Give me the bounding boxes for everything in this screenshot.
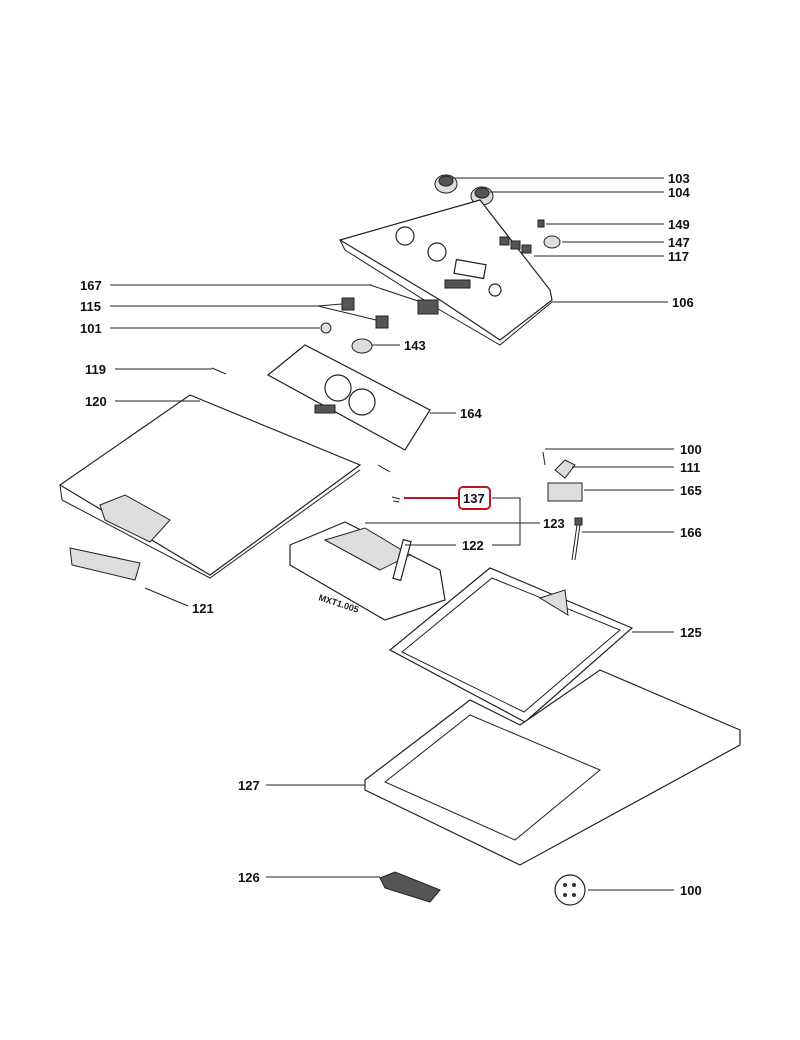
callout-122: 122 [462, 538, 484, 553]
callout-121: 121 [192, 601, 214, 616]
callout-125: 125 [680, 625, 702, 640]
parts-111-165-166 [542, 451, 583, 561]
callout-123: 123 [543, 516, 565, 531]
tub-ring-125 [388, 567, 634, 723]
callout-126: 126 [238, 870, 260, 885]
control-board-164 [266, 344, 431, 451]
callout-120: 120 [85, 394, 107, 409]
hinge-pins-119 [211, 367, 391, 473]
knob-103 [434, 174, 458, 194]
callout-115: 115 [80, 299, 101, 314]
callout-111: 111 [680, 460, 700, 475]
callout-167: 167 [80, 278, 102, 293]
callout-100-top: 100 [680, 442, 702, 457]
callout-164: 164 [460, 406, 482, 421]
buttons-117-149-147 [499, 219, 561, 254]
control-panel-106 [338, 199, 553, 346]
wiring-harness-167 [369, 284, 439, 315]
callout-101: 101 [80, 321, 102, 336]
dispenser-123-122: MXT1.005 [289, 521, 446, 621]
clips-115-101 [320, 297, 389, 334]
leader-lines [110, 177, 674, 891]
callout-106: 106 [672, 295, 694, 310]
screw-137 [391, 496, 401, 503]
callout-149: 149 [668, 217, 690, 232]
callout-104: 104 [668, 185, 690, 200]
callout-166: 166 [680, 525, 702, 540]
callout-137[interactable]: 137 [463, 491, 485, 506]
handle-121 [69, 547, 141, 581]
callout-165: 165 [680, 483, 702, 498]
callout-147: 147 [668, 235, 690, 250]
callout-127: 127 [238, 778, 260, 793]
screw-kit-100 [554, 874, 586, 906]
callout-100-bottom: 100 [680, 883, 702, 898]
callout-143: 143 [404, 338, 426, 353]
highlight-box-137 [458, 486, 491, 510]
callout-103: 103 [668, 171, 690, 186]
bracket-126 [379, 871, 441, 903]
callout-117: 117 [668, 249, 689, 264]
part-143 [351, 338, 373, 354]
top-frame-127 [364, 669, 741, 866]
lid-120 [58, 394, 362, 579]
callout-119: 119 [85, 362, 106, 377]
